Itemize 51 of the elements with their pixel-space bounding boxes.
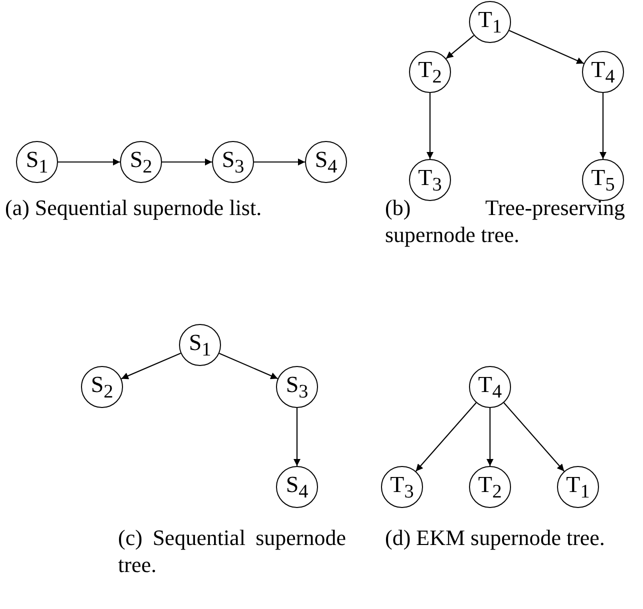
arrow xyxy=(121,352,181,380)
caption: (c) Sequential supernode tree. xyxy=(118,524,346,578)
node-circle xyxy=(81,366,123,408)
node-circle xyxy=(212,141,254,183)
node-label: S$_{3}$ xyxy=(222,148,244,176)
node-circle xyxy=(276,366,318,408)
node-label: T$_{1}$ xyxy=(566,472,590,502)
node-circle xyxy=(469,366,511,408)
arrow xyxy=(254,158,305,166)
arrow xyxy=(426,93,434,159)
node-label: T$_{4}$ xyxy=(591,58,615,86)
arrow xyxy=(486,408,494,466)
caption: (b) Tree-preserving supernode tree. xyxy=(385,194,625,248)
node-label: S$_{1}$ xyxy=(188,330,212,360)
node-label: S$_{2}$ xyxy=(130,148,152,176)
node-circle xyxy=(582,51,624,93)
node-circle xyxy=(469,1,511,43)
arrow xyxy=(600,93,606,159)
node-circle xyxy=(381,466,423,508)
node-label: T$_{4}$ xyxy=(478,372,502,402)
caption: (d) EKM supernode tree. xyxy=(385,524,606,551)
node-label: T$_{3}$ xyxy=(390,472,414,502)
arrow xyxy=(508,30,584,64)
node-circle xyxy=(179,324,221,366)
arrow xyxy=(503,402,565,472)
node-label: S$_{3}$ xyxy=(286,372,308,402)
arrow xyxy=(219,352,278,380)
arrow xyxy=(446,35,474,59)
node-circle xyxy=(276,466,318,508)
node-label: T$_{1}$ xyxy=(478,8,502,36)
arrow xyxy=(415,402,477,472)
node-label: T$_{5}$ xyxy=(591,166,615,194)
node-circle xyxy=(305,141,347,183)
node-circle xyxy=(16,141,58,183)
node-circle xyxy=(120,141,162,183)
arrow xyxy=(294,408,300,466)
arrow xyxy=(58,158,120,166)
node-label: S$_{4}$ xyxy=(286,472,308,502)
node-circle xyxy=(557,466,599,508)
node-circle xyxy=(582,159,624,201)
arrow xyxy=(162,158,212,166)
node-label: S$_{4}$ xyxy=(314,148,338,176)
caption: (a) Sequential supernode list. xyxy=(5,194,263,221)
node-label: T$_{2}$ xyxy=(418,58,442,86)
node-circle xyxy=(409,159,451,201)
node-label: T$_{2}$ xyxy=(478,472,502,502)
node-label: S$_{1}$ xyxy=(26,148,48,176)
node-circle xyxy=(469,466,511,508)
node-label: T$_{3}$ xyxy=(418,166,442,194)
node-label: S$_{2}$ xyxy=(90,372,114,402)
node-circle xyxy=(409,51,451,93)
